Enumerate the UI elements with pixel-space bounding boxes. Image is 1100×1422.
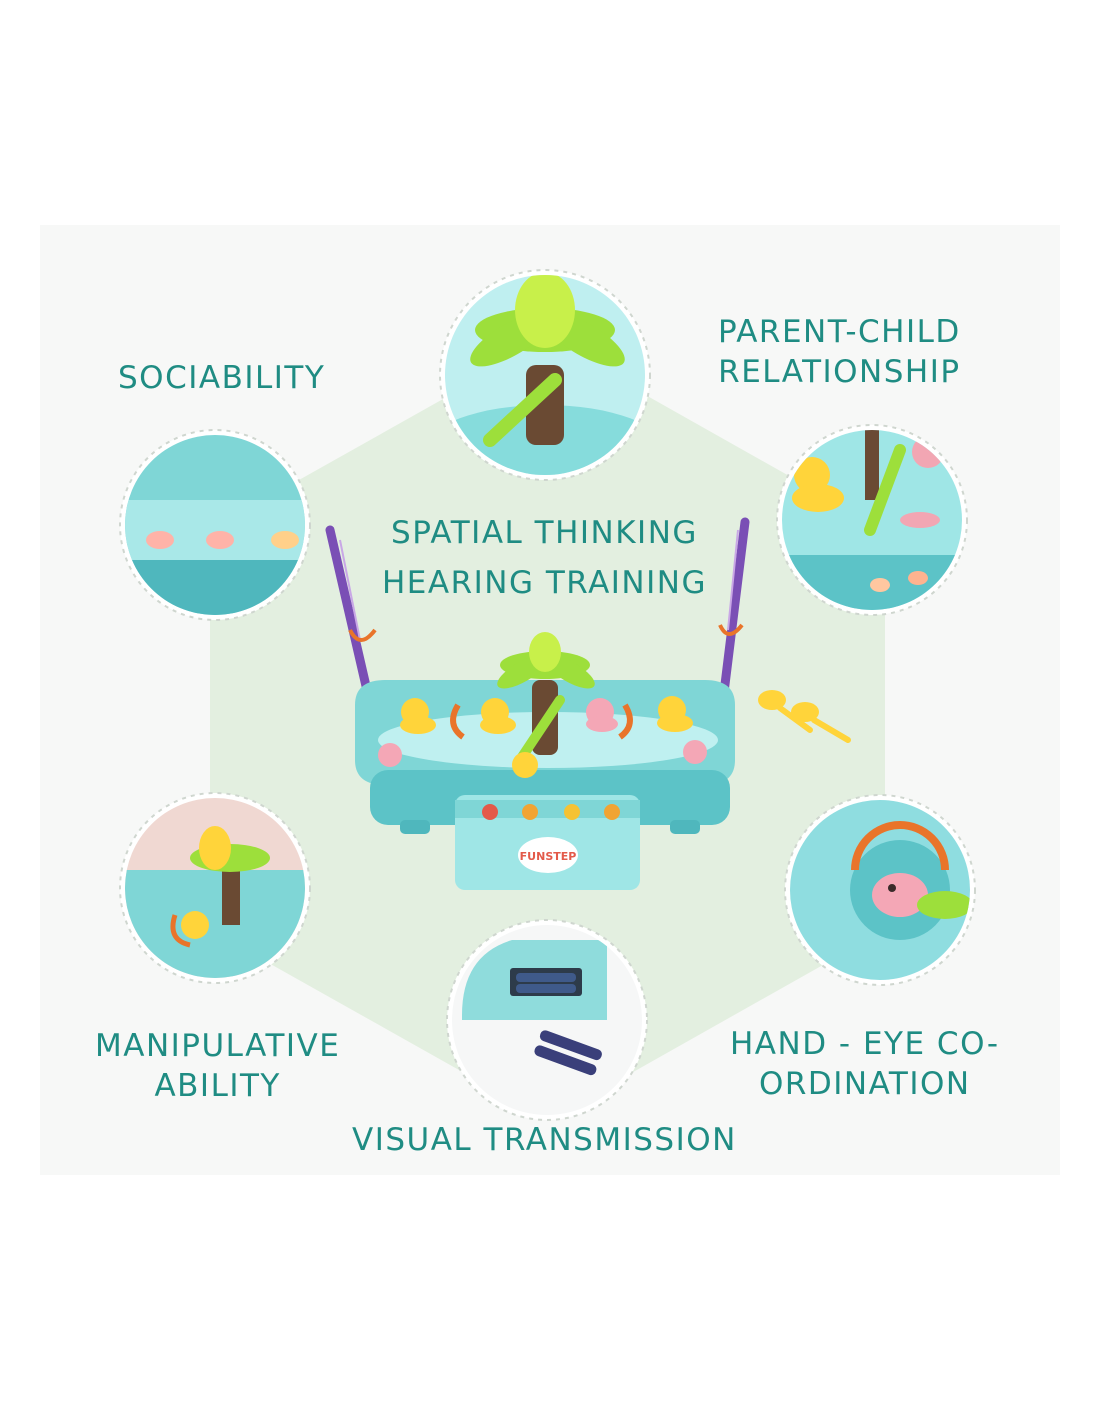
label-manipulative-line2: ABILITY — [154, 1068, 281, 1104]
label-parent-child: PARENT-CHILD RELATIONSHIP — [718, 312, 961, 392]
label-sociability-text: SOCIABILITY — [118, 360, 326, 396]
label-manipulative-line1: MANIPULATIVE — [95, 1028, 341, 1064]
fishing-toy-main: FUNSTEP — [325, 517, 750, 890]
detail-circle-hand-play — [119, 792, 311, 984]
label-hand-eye-line2: ORDINATION — [758, 1066, 971, 1102]
detail-circle-fish — [784, 794, 976, 986]
label-parent-child-line2: RELATIONSHIP — [718, 354, 961, 390]
detail-circle-battery — [446, 919, 648, 1121]
label-visual-transmission-text: VISUAL TRANSMISSION — [352, 1122, 737, 1158]
detail-circle-ducks — [776, 424, 968, 616]
label-spatial-thinking: SPATIAL THINKING — [391, 515, 698, 551]
label-manipulative: MANIPULATIVE ABILITY — [95, 1026, 340, 1106]
label-hand-eye: HAND - EYE CO- ORDINATION — [730, 1024, 1000, 1104]
label-spatial-hearing: SPATIAL THINKING HEARING TRAINING — [382, 508, 707, 608]
ducks-and-fish — [378, 696, 707, 778]
label-hearing-training: HEARING TRAINING — [382, 565, 707, 601]
label-parent-child-line1: PARENT-CHILD — [718, 314, 961, 350]
brand-logo: FUNSTEP — [520, 850, 577, 863]
scoops — [758, 690, 851, 743]
label-visual-transmission: VISUAL TRANSMISSION — [352, 1120, 737, 1160]
label-sociability: SOCIABILITY — [118, 358, 325, 398]
label-hand-eye-line1: HAND - EYE CO- — [730, 1026, 1000, 1062]
